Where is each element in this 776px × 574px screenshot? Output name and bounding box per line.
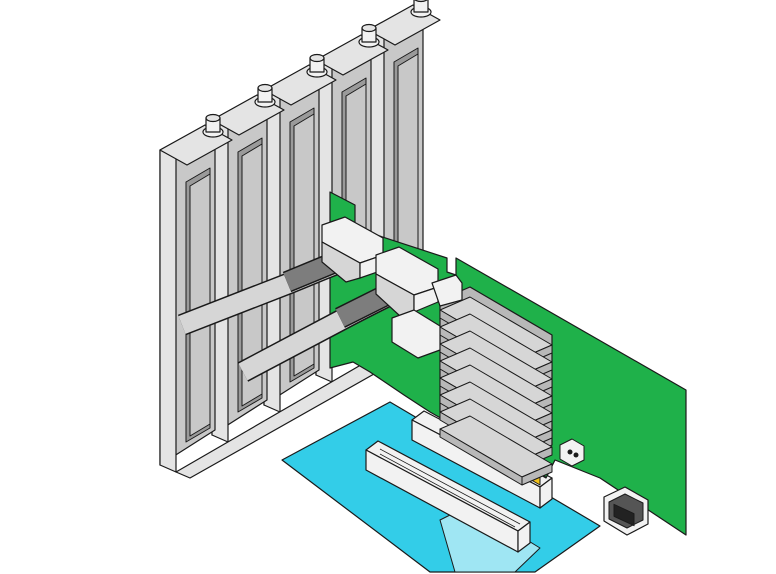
slot-bracket-3 bbox=[263, 53, 337, 413]
thumbscrew-icon bbox=[306, 53, 328, 78]
pcb-header-connector bbox=[559, 438, 585, 467]
mini-sas-connector-icon bbox=[321, 216, 463, 359]
heatsink-fin bbox=[439, 415, 553, 486]
rj45-port-icon bbox=[603, 486, 649, 536]
thumbscrew-icon bbox=[202, 113, 224, 138]
thumbscrew-icon bbox=[254, 83, 276, 108]
pcie-slot-front bbox=[365, 440, 531, 553]
thumbscrew-icon bbox=[410, 0, 432, 18]
slot-bracket-chassis bbox=[159, 0, 441, 479]
slot-bracket-2 bbox=[211, 83, 285, 443]
heatsink bbox=[439, 286, 553, 486]
thumbscrew-icon bbox=[358, 23, 380, 48]
slot-bracket-1 bbox=[159, 113, 233, 473]
